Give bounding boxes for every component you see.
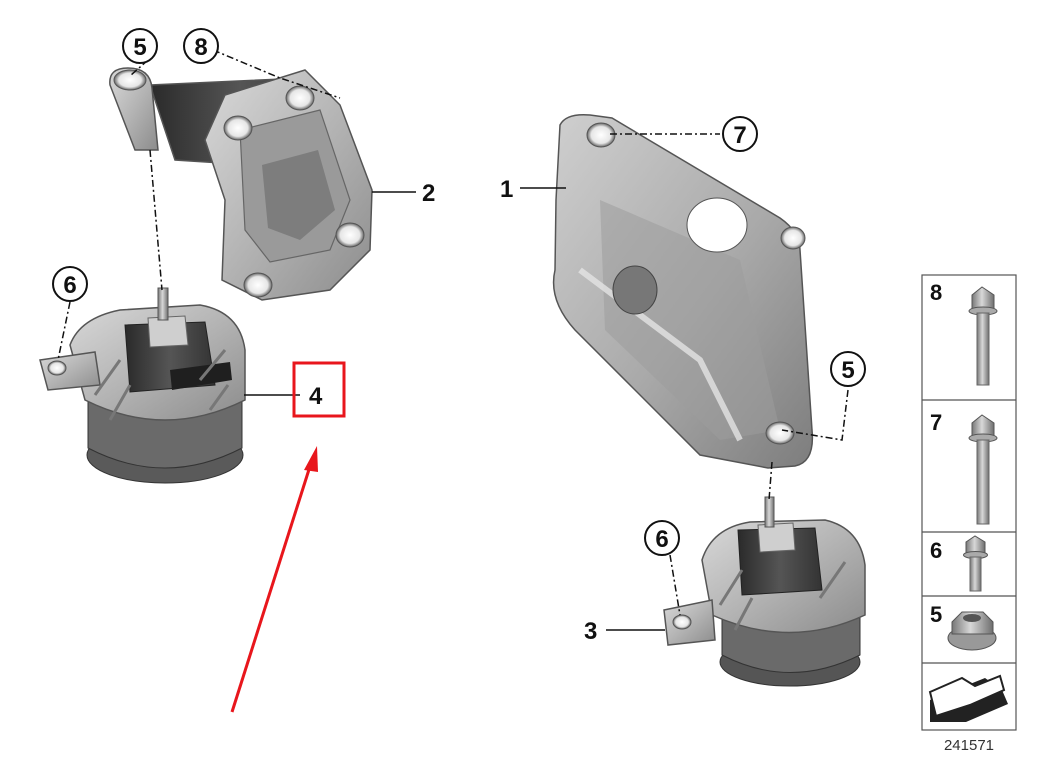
label-part-2: 2 <box>422 180 435 207</box>
svg-text:6: 6 <box>655 526 668 553</box>
engine-mount-part-4 <box>39 287 246 484</box>
engine-mount-part-3 <box>663 496 866 687</box>
svg-text:6: 6 <box>63 272 76 299</box>
svg-text:5: 5 <box>841 357 854 384</box>
bolt-8-icon <box>968 286 998 386</box>
callout-6-left: 6 <box>52 266 88 302</box>
callout-6-right: 6 <box>644 520 680 556</box>
panel-num-6: 6 <box>930 538 942 563</box>
leader-lines <box>244 187 665 631</box>
bolt-6-icon <box>963 535 988 592</box>
label-part-4: 4 <box>309 383 323 410</box>
panel-num-7: 7 <box>930 410 942 435</box>
panel-num-5: 5 <box>930 602 942 627</box>
label-part-3: 3 <box>584 618 597 645</box>
callout-8: 8 <box>183 28 219 64</box>
callout-7: 7 <box>722 116 758 152</box>
red-arrow <box>230 446 318 713</box>
svg-text:7: 7 <box>733 122 746 149</box>
nut-5-icon <box>947 611 997 651</box>
svg-text:8: 8 <box>194 34 207 61</box>
highlight-box <box>292 361 346 418</box>
bracket-part-1 <box>552 113 814 469</box>
diagram-code: 241571 <box>944 737 994 754</box>
panel-num-8: 8 <box>930 280 942 305</box>
fastener-panel: 8 7 6 5 2 <box>921 274 1017 754</box>
bracket-part-2 <box>109 67 373 301</box>
svg-text:5: 5 <box>133 34 146 61</box>
direction-arrow-icon <box>928 674 1008 722</box>
bolt-7-icon <box>968 414 998 525</box>
callout-5-right: 5 <box>830 351 866 387</box>
label-part-1: 1 <box>500 176 513 203</box>
callout-5-top-left: 5 <box>122 28 158 64</box>
